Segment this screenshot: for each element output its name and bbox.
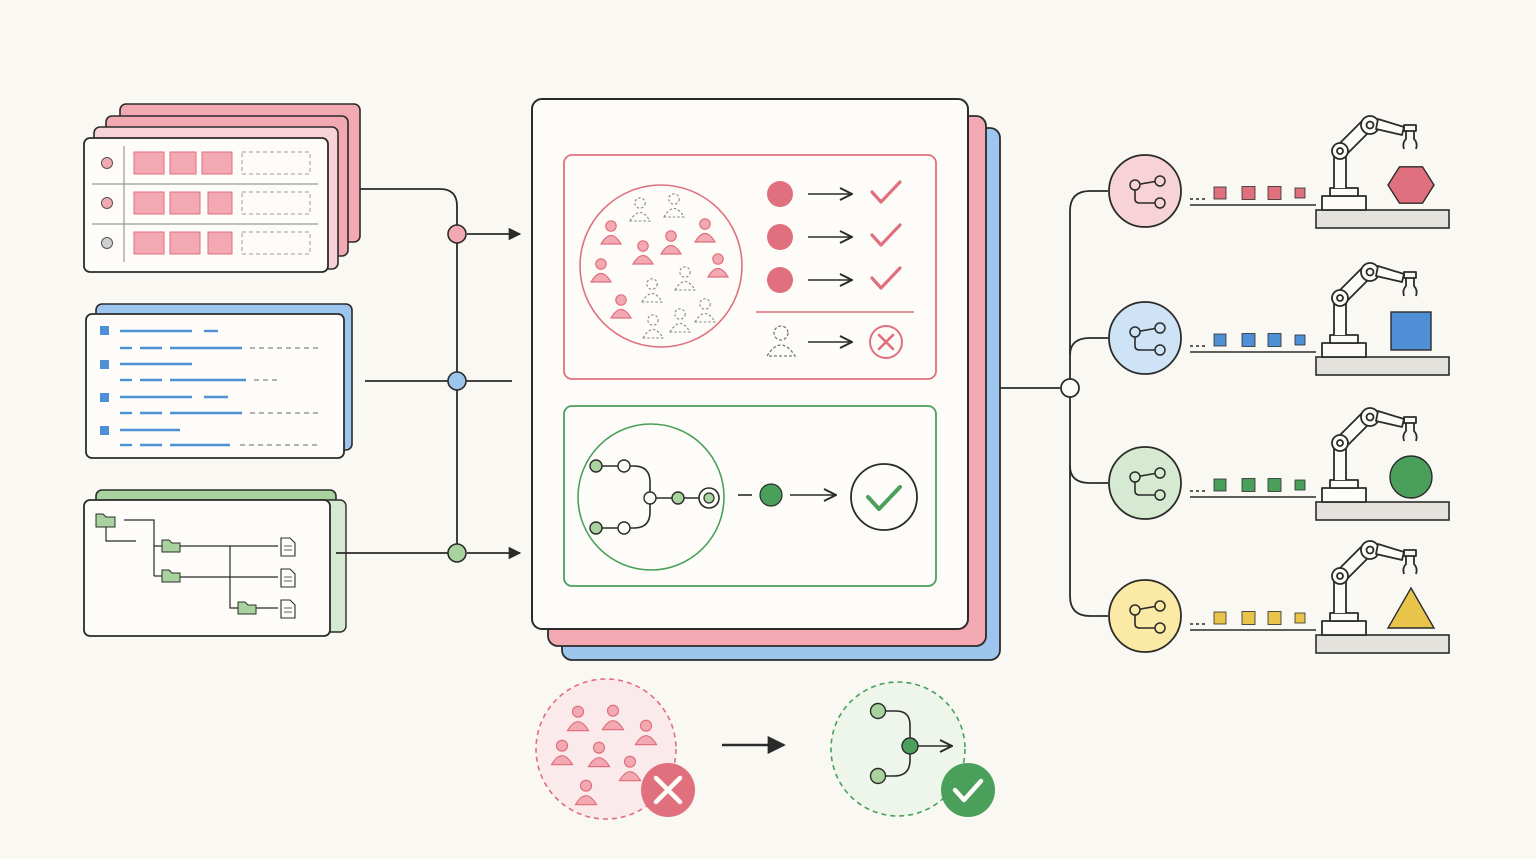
data-packet	[1294, 334, 1306, 346]
check-icon	[870, 223, 902, 247]
share-node-icon	[1108, 154, 1182, 228]
people-cluster-icon	[579, 184, 743, 348]
conveyor-base	[1315, 501, 1450, 521]
conveyor-base	[1315, 209, 1450, 229]
reject-icon	[869, 325, 903, 359]
person-outline-icon	[641, 278, 663, 303]
summary-group	[535, 678, 995, 820]
robot-arm-icon	[1321, 262, 1418, 358]
data-packet	[1213, 186, 1227, 200]
person-icon	[618, 755, 642, 782]
person-outline-icon	[674, 266, 696, 291]
output-row-green	[1108, 407, 1450, 521]
share-node-icon	[1108, 579, 1182, 653]
person-icon	[550, 739, 574, 766]
blue-junction-node	[447, 371, 467, 391]
share-node-icon	[1108, 301, 1182, 375]
people-cluster-icon	[550, 704, 658, 806]
person-icon	[599, 220, 623, 245]
conveyor-base	[1315, 356, 1450, 376]
share-node-icon	[1108, 446, 1182, 520]
check-icon	[870, 180, 902, 204]
input-connectors	[336, 188, 522, 560]
conveyor-base	[1315, 634, 1450, 654]
data-packet	[1294, 479, 1306, 491]
person-outline-icon	[694, 298, 716, 323]
person-icon	[693, 218, 717, 243]
data-packet	[1213, 611, 1227, 625]
person-outline-icon	[669, 308, 691, 333]
output-rows	[1108, 115, 1450, 654]
table-row	[101, 231, 311, 255]
data-packet	[1241, 478, 1256, 492]
robot-arm-icon	[1321, 407, 1418, 503]
selection-panel	[563, 154, 937, 380]
data-packet	[1241, 186, 1256, 200]
reject-badge-icon	[641, 763, 695, 817]
robot-arm-icon	[1321, 540, 1418, 636]
output-junction-node	[1060, 378, 1080, 398]
check-icon	[870, 266, 902, 290]
text-lines-icon	[100, 326, 320, 447]
person-outline-icon	[629, 197, 651, 222]
data-packet	[1267, 333, 1282, 347]
folder-tree-icon	[95, 513, 296, 619]
output-row-blue	[1108, 262, 1450, 376]
data-packet	[1267, 478, 1282, 492]
branch-network-icon	[577, 423, 725, 571]
hexagon-product-icon	[1387, 166, 1435, 204]
data-packet	[1294, 612, 1306, 624]
person-icon	[589, 258, 613, 283]
robot-arm-icon	[1321, 115, 1418, 211]
center-processor	[531, 98, 1001, 661]
data-packet	[1241, 333, 1256, 347]
accepted-icon	[850, 463, 918, 531]
data-packet	[1267, 611, 1282, 625]
person-icon	[574, 779, 598, 806]
data-packet	[1213, 478, 1227, 492]
output-row-red	[1108, 115, 1450, 229]
person-icon	[587, 741, 611, 768]
person-outline-icon	[663, 193, 685, 218]
rejected-row	[765, 325, 903, 359]
table-row	[101, 191, 311, 215]
sources-group	[83, 103, 361, 637]
square-product-icon	[1390, 311, 1432, 351]
routing-panel	[563, 405, 937, 587]
table-source-card	[83, 103, 361, 273]
person-icon	[706, 253, 730, 278]
person-outline-icon	[642, 314, 664, 339]
circle-product-icon	[1389, 455, 1433, 499]
tree-source-card	[83, 489, 347, 637]
person-icon	[609, 294, 633, 319]
data-packet	[1294, 187, 1306, 199]
accepted-rows	[767, 180, 902, 293]
person-icon	[566, 705, 590, 732]
summary-accepted-network	[830, 681, 995, 817]
text-source-card	[85, 303, 353, 459]
data-packet	[1267, 186, 1282, 200]
output-row-yellow	[1108, 540, 1450, 654]
output-connectors	[1000, 190, 1108, 617]
person-icon	[634, 719, 658, 746]
person-icon	[631, 240, 655, 265]
person-icon	[601, 704, 625, 731]
summary-rejected-cluster	[535, 678, 695, 820]
accept-badge-icon	[941, 763, 995, 817]
person-outline-icon	[765, 325, 797, 357]
table-row	[101, 151, 311, 175]
data-packet	[1241, 611, 1256, 625]
person-icon	[659, 230, 683, 255]
data-packet	[1213, 333, 1227, 347]
red-junction-node	[447, 224, 467, 244]
green-junction-node	[447, 543, 467, 563]
people-cluster	[589, 193, 730, 339]
triangle-product-icon	[1386, 586, 1436, 629]
